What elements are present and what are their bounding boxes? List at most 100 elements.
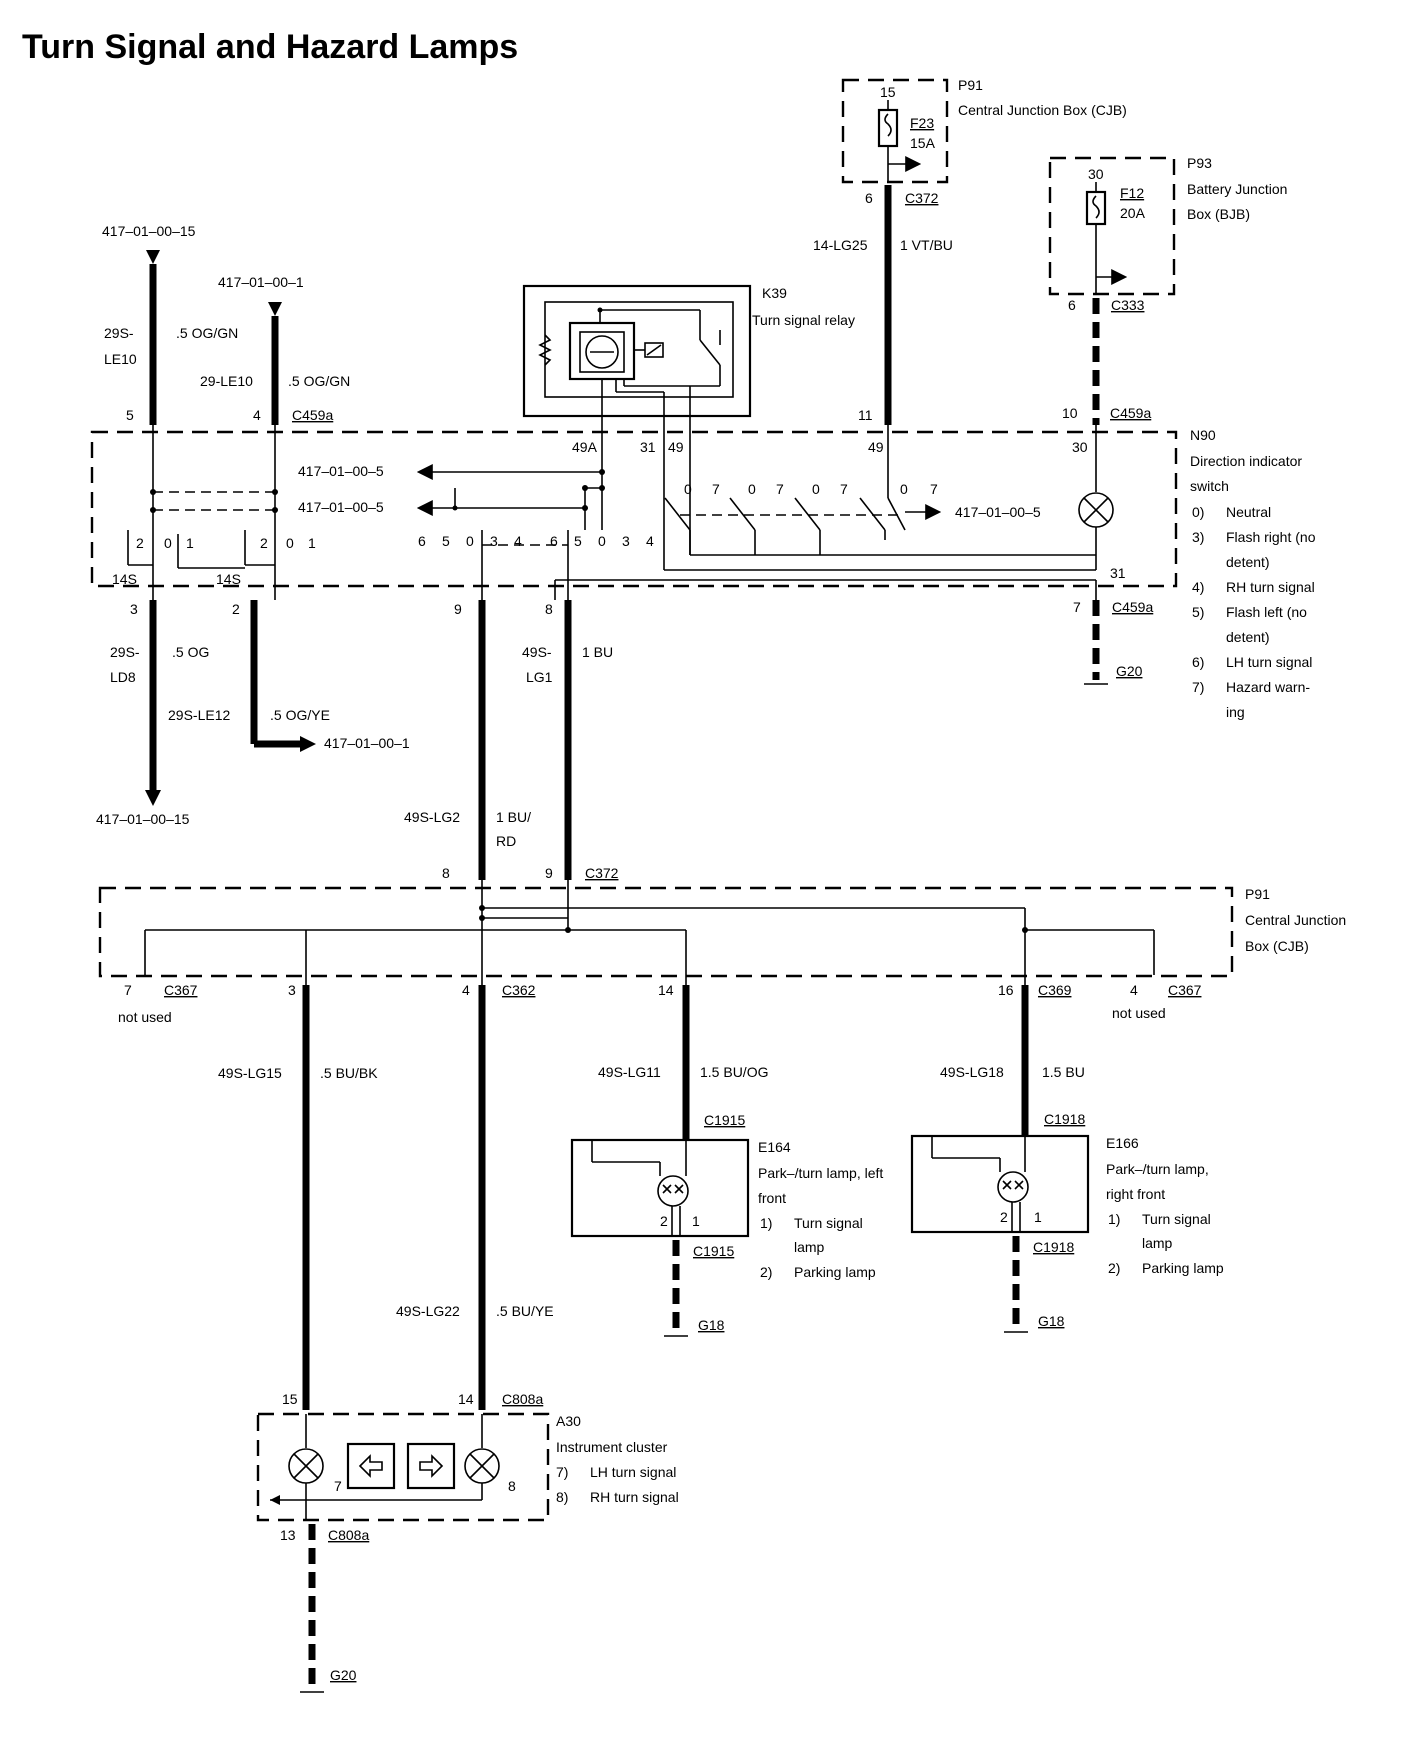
e164-name-l1: Park–/turn lamp, left: [758, 1165, 883, 1181]
ref-417-01-00-5-b: 417–01–00–5: [298, 499, 384, 515]
fuse-f12-label: F12: [1120, 185, 1144, 201]
n90-pin-10: 10: [1062, 405, 1078, 421]
sw-row1-0d: 0: [900, 481, 908, 497]
wire-le12-color: .5 OG/YE: [270, 707, 330, 723]
wire-lg11-color: 1.5 BU/OG: [700, 1064, 768, 1080]
legend-text: detent): [1226, 629, 1270, 645]
legend-text: LH turn signal: [1226, 654, 1312, 670]
k39-id: K39: [762, 285, 787, 301]
sw-row1-7b: 7: [776, 481, 784, 497]
e166-park-turn-lamp-right-front: 2 1 E166 Park–/turn lamp, right front 1)…: [910, 1134, 1224, 1276]
sw-left-b-0: 0: [286, 535, 294, 551]
turn-park-bulb-icon: [657, 1175, 689, 1207]
wire-le12-circuit: 29S-LE12: [168, 707, 230, 723]
wire-lg2-circuit: 49S-LG2: [404, 809, 460, 825]
sw-left-a-2: 2: [136, 535, 144, 551]
turn-park-bulb-icon: [997, 1171, 1029, 1203]
wire-ld8-circuit-l2: LD8: [110, 669, 136, 685]
wire-lg1-color: 1 BU: [582, 644, 613, 660]
wire-le10a-circuit-l1: 29S-: [104, 325, 134, 341]
rh-arrow-icon: [419, 1454, 444, 1478]
p91-top-pin: 15: [880, 84, 896, 100]
sw-left-a-0: 0: [164, 535, 172, 551]
a30-pin-15: 15: [282, 1391, 298, 1407]
e166-item-text: Turn signal: [1142, 1211, 1211, 1227]
legend-num: 7): [1192, 679, 1204, 695]
fuse-f23-label: F23: [910, 115, 934, 131]
wire-le10a-circuit-l2: LE10: [104, 351, 137, 367]
e166-pin-2: 2: [1000, 1209, 1008, 1225]
sw-left-b-1: 1: [308, 535, 316, 551]
e166-item-text: lamp: [1142, 1235, 1173, 1251]
a30-item-num: 8): [556, 1489, 568, 1505]
p91-out-14: 14: [658, 982, 674, 998]
n90-name-l1: Direction indicator: [1190, 453, 1302, 469]
sw-row1-0b: 0: [748, 481, 756, 497]
p93-battery-junction-box: 30 F12 20A P93 Battery Junction Box (BJB…: [1048, 155, 1287, 313]
p93-pin: 30: [1088, 166, 1104, 182]
sw-row1-7d: 7: [930, 481, 938, 497]
ground-g20-n90: G20: [1116, 663, 1143, 679]
c333-connector: C333: [1111, 297, 1145, 313]
fuse-f12-rating: 20A: [1120, 205, 1146, 221]
wire-lg2-color-l2: RD: [496, 833, 516, 849]
p91-out-4: 4: [462, 982, 470, 998]
sw-mid-a-3: 3: [490, 533, 498, 549]
diagram-title: Turn Signal and Hazard Lamps: [22, 28, 518, 66]
ground-g20-a30: G20: [330, 1667, 357, 1683]
wire-lg22-circuit: 49S-LG22: [396, 1303, 460, 1319]
p93-name-l1: Battery Junction: [1187, 181, 1287, 197]
wire-le10b-circuit: 29-LE10: [200, 373, 253, 389]
e164-pin-1: 1: [692, 1213, 700, 1229]
legend-num: 5): [1192, 604, 1204, 620]
n90-inner-pin-30: 30: [1072, 439, 1088, 455]
n90-name-l2: switch: [1190, 478, 1229, 494]
wire-ld8-circuit-l1: 29S-: [110, 644, 140, 660]
legend-text: Flash right (no: [1226, 529, 1316, 545]
n90-direction-indicator-switch: 49A 31 49 49 30 31 2 0 1 2 0 1 14S 14S 4…: [90, 425, 1178, 600]
c372-mid-connector: C372: [585, 865, 619, 881]
n90-legend: N90 Direction indicator switch 0) Neutra…: [1190, 427, 1316, 720]
a30-lamp-pin-8: 8: [508, 1478, 516, 1494]
a30-item-text: RH turn signal: [590, 1489, 679, 1505]
p93-id: P93: [1187, 155, 1212, 171]
lh-arrow-icon: [358, 1454, 383, 1478]
c808a-top-connector: C808a: [502, 1391, 543, 1407]
n90-id: N90: [1190, 427, 1216, 443]
p91-mid-name-l2: Box (CJB): [1245, 938, 1309, 954]
e164-id: E164: [758, 1139, 791, 1155]
p91-mid-name-l1: Central Junction: [1245, 912, 1346, 928]
c372-top-connector: C372: [905, 190, 939, 206]
wire-lg2-color-l1: 1 BU/: [496, 809, 531, 825]
resistor-icon: [538, 334, 552, 366]
e164-item-num: 1): [760, 1215, 772, 1231]
e166-item-num: 1): [1108, 1211, 1120, 1227]
fuse-f23-rating: 15A: [910, 135, 936, 151]
c1918-top-connector: C1918: [1044, 1111, 1085, 1127]
relay-contact-icon: [699, 339, 721, 366]
e166-pin-1: 1: [1034, 1209, 1042, 1225]
ref-1-arrow-icon: [268, 302, 282, 316]
e166-id: E166: [1106, 1135, 1139, 1151]
n90-inner-pin-31-b: 31: [1110, 565, 1126, 581]
e166-item-num: 2): [1108, 1260, 1120, 1276]
p91-mid-id: P91: [1245, 886, 1270, 902]
e166-name-l2: right front: [1106, 1186, 1165, 1202]
e164-name-l2: front: [758, 1190, 786, 1206]
wire-ld8-color: .5 OG: [172, 644, 209, 660]
ref-417-01-00-15-bottom: 417–01–00–15: [96, 811, 190, 827]
legend-text: Hazard warn-: [1226, 679, 1310, 695]
wire-le10a-color: .5 OG/GN: [176, 325, 238, 341]
e166-item-text: Parking lamp: [1142, 1260, 1224, 1276]
c1915-top-connector: C1915: [704, 1112, 745, 1128]
a30-name: Instrument cluster: [556, 1439, 668, 1455]
sw-mid-b-0: 0: [598, 533, 606, 549]
a30-pin-13: 13: [280, 1527, 296, 1543]
relay-timer-icon: [585, 335, 619, 369]
p91-top-name: Central Junction Box (CJB): [958, 102, 1127, 118]
wire-14-lg25-circuit: 14-LG25: [813, 237, 868, 253]
legend-text: ing: [1226, 704, 1245, 720]
a30-pin-14: 14: [458, 1391, 474, 1407]
sw-row1-7a: 7: [712, 481, 720, 497]
